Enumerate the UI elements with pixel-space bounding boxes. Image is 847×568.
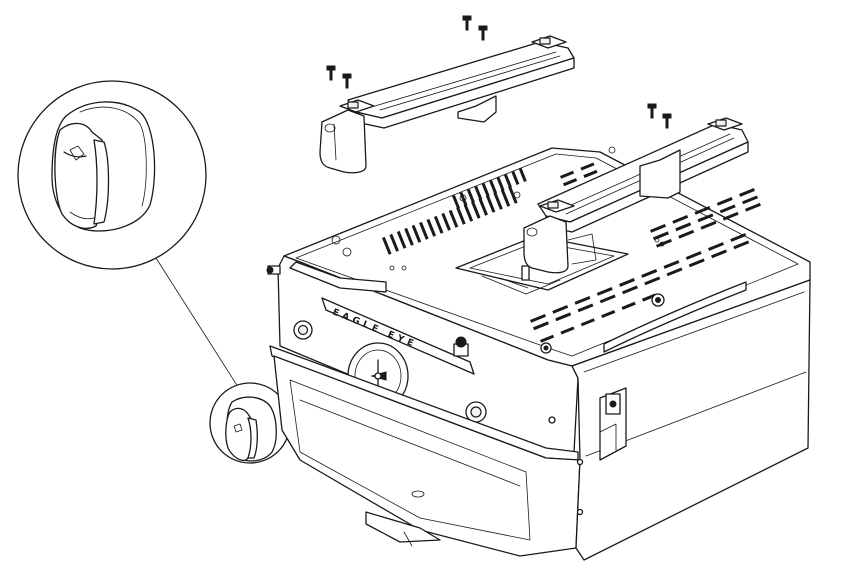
side-latch [599, 387, 627, 461]
screw-icon [662, 113, 672, 129]
leader-line [155, 257, 241, 391]
top-screw-holes [331, 146, 665, 354]
housing: EAGLE EYE [266, 117, 811, 561]
side-screw-icon [576, 508, 584, 516]
lower-drawer [273, 355, 581, 557]
front-upper-panel [277, 255, 579, 455]
side-screw-icon [548, 416, 556, 424]
side-grip-slot [603, 281, 747, 353]
side-screw-icon [576, 458, 584, 466]
screw-icon [647, 103, 657, 119]
handle-left [319, 35, 575, 174]
side-connector [266, 265, 281, 275]
knob-detail-callout [17, 80, 291, 464]
screw-icon [462, 15, 472, 31]
knob-small-icon [225, 396, 277, 462]
screw-icon [326, 65, 336, 81]
screw-icon [342, 73, 352, 89]
toggle-switch [453, 336, 469, 357]
left-small-knob [293, 320, 313, 340]
brand-strip [321, 297, 475, 375]
knob-large-icon [51, 101, 156, 232]
vent-slots-right [530, 162, 761, 343]
screw-icon [478, 25, 488, 41]
handle-right [523, 117, 749, 274]
right-small-knob [465, 401, 487, 423]
vent-slots-left [382, 167, 527, 255]
right-side-panel [571, 279, 811, 561]
